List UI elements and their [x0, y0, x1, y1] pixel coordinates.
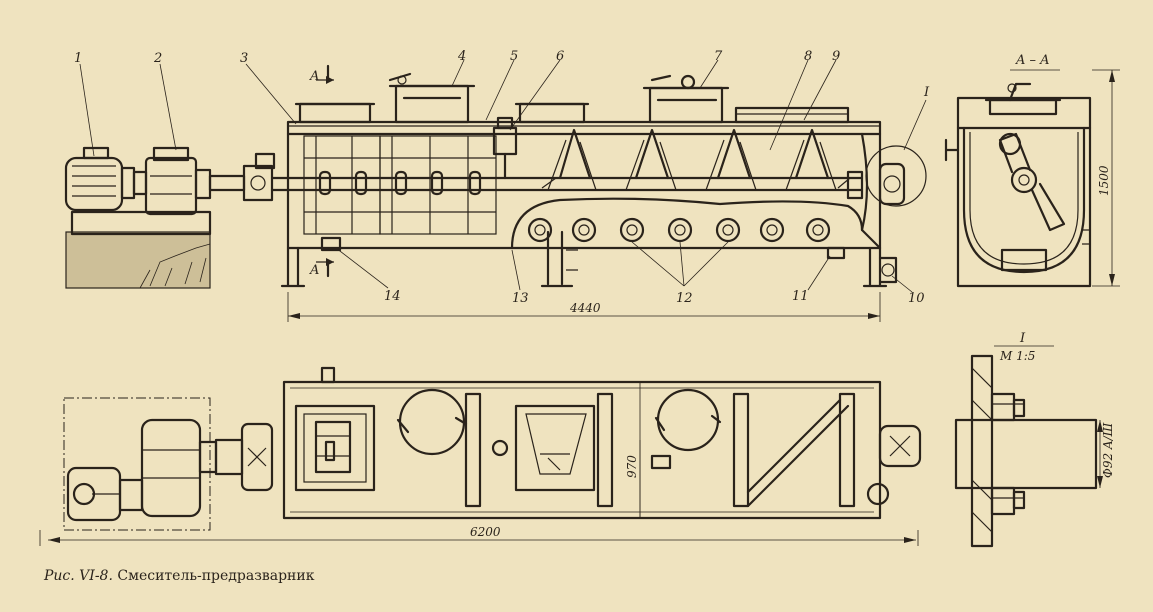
section-marker-top: A	[309, 69, 319, 84]
detail-title: I	[1019, 331, 1026, 346]
section-marker-bottom: A	[309, 263, 319, 278]
intermediate-bearing	[492, 116, 518, 180]
detail-circle	[865, 145, 927, 207]
dim-shaft-diameter: Φ92 A/Ш	[1101, 422, 1115, 478]
detail-view	[954, 345, 1103, 548]
foundation	[65, 210, 212, 289]
dimension-4440	[287, 292, 881, 322]
section-view	[944, 69, 1120, 288]
label-1: 1	[74, 51, 82, 66]
dim-970: 970	[625, 455, 639, 478]
inlet-hoppers	[294, 72, 850, 124]
label-4: 4	[457, 49, 466, 64]
section-title: A – A	[1015, 53, 1050, 68]
detail-marker: I	[923, 85, 930, 100]
label-6: 6	[556, 49, 564, 64]
detail-scale: M 1:5	[999, 349, 1035, 363]
coupling	[208, 152, 276, 202]
label-11: 11	[792, 289, 809, 304]
paddle-frames	[303, 135, 497, 235]
dim-6200: 6200	[470, 525, 501, 539]
dimension-labels: 4440 6200 970 1500 Φ92 A/Ш	[470, 165, 1115, 539]
caption-prefix: Рис. VI-8.	[44, 568, 113, 584]
label-14: 14	[384, 289, 401, 304]
front-view	[64, 59, 927, 322]
dim-4440: 4440	[569, 301, 601, 315]
label-9: 9	[832, 49, 840, 64]
label-8: 8	[804, 49, 812, 64]
caption-text: Смеситель-предразварник	[117, 568, 315, 584]
label-10: 10	[908, 291, 925, 306]
outlet-pipe	[540, 230, 578, 288]
part-labels: 1 2 3 4 5 6 7 8 9 10 11 12 13 14 I A A A…	[74, 49, 1050, 363]
dim-1500: 1500	[1097, 165, 1111, 196]
label-12: 12	[676, 291, 693, 306]
label-13: 13	[512, 291, 529, 306]
leader-lines	[79, 59, 927, 293]
plan-view	[39, 366, 922, 546]
drain-14	[320, 236, 342, 252]
end-bearing	[846, 162, 906, 284]
main-shaft	[270, 176, 864, 192]
mixer-body	[280, 120, 888, 288]
label-2: 2	[153, 51, 162, 66]
reducer	[132, 146, 212, 216]
label-5: 5	[510, 49, 518, 64]
steam-nozzles	[527, 217, 831, 243]
label-3: 3	[240, 51, 248, 66]
figure-caption: Рис. VI-8. Смеситель-предразварник	[44, 568, 314, 584]
inclined-blades	[541, 128, 851, 191]
label-7: 7	[714, 49, 723, 64]
motor	[64, 146, 136, 212]
drain-11	[826, 246, 846, 260]
